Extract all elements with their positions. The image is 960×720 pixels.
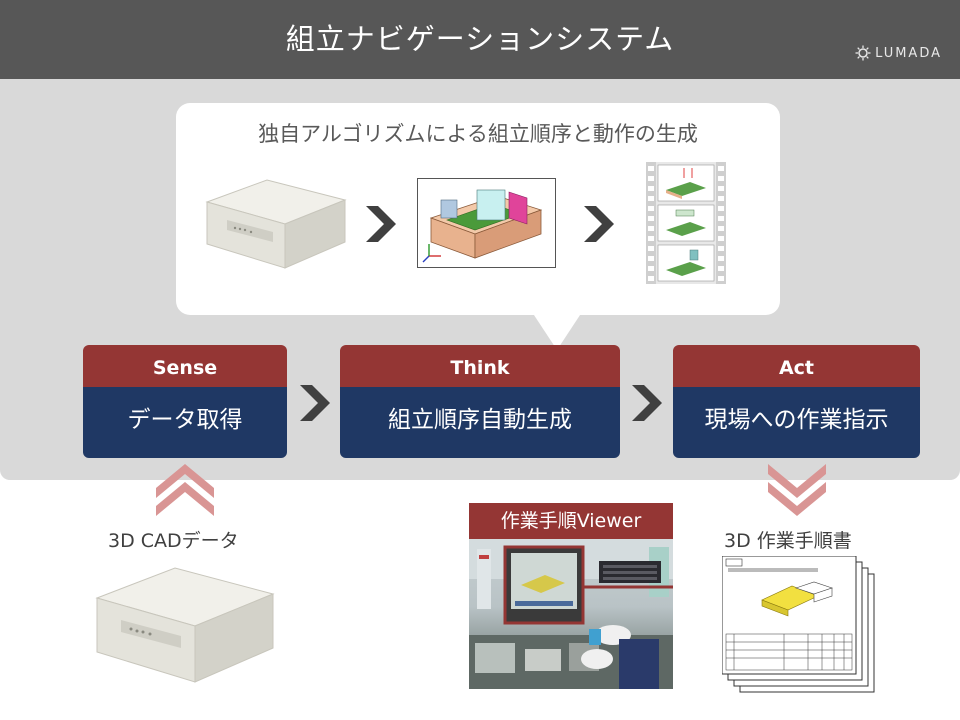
stage-sense-title: Sense (83, 345, 287, 387)
workstation-illustration (469, 539, 673, 689)
brand-text: LUMADA (875, 45, 942, 61)
product-box-image (205, 179, 347, 269)
brand-logo: LUMADA (855, 45, 942, 61)
stage-think-title: Think (340, 345, 620, 387)
double-chevron-up-icon (156, 464, 214, 516)
manual-label: 3D 作業手順書 (724, 530, 852, 552)
film-strip-image (646, 162, 726, 284)
stage-think-description: 組立順序自動生成 (340, 387, 620, 458)
chevron-right-icon (300, 385, 330, 421)
stage-think: Think 組立順序自動生成 (340, 345, 620, 458)
stage-act: Act 現場への作業指示 (673, 345, 920, 458)
cad-model-image (417, 178, 556, 268)
callout-tail (532, 312, 582, 350)
chevron-right-icon (366, 206, 396, 242)
stage-sense-description: データ取得 (83, 387, 287, 458)
chevron-right-icon (584, 206, 614, 242)
sun-icon (855, 45, 871, 61)
cad-data-label: 3D CADデータ (108, 530, 239, 552)
callout-caption: 独自アルゴリズムによる組立順序と動作の生成 (258, 122, 698, 146)
stage-act-title: Act (673, 345, 920, 387)
stage-sense: Sense データ取得 (83, 345, 287, 458)
manual-document-stack (722, 556, 875, 693)
page-title: 組立ナビゲーションシステム (285, 22, 675, 56)
chevron-right-icon (632, 385, 662, 421)
product-box-image (95, 567, 275, 683)
workstation-photo (469, 539, 673, 689)
viewer-label: 作業手順Viewer (469, 503, 673, 539)
double-chevron-down-icon (768, 464, 826, 516)
stage-act-description: 現場への作業指示 (673, 387, 920, 458)
header-bar: 組立ナビゲーションシステム LUMADA (0, 0, 960, 79)
